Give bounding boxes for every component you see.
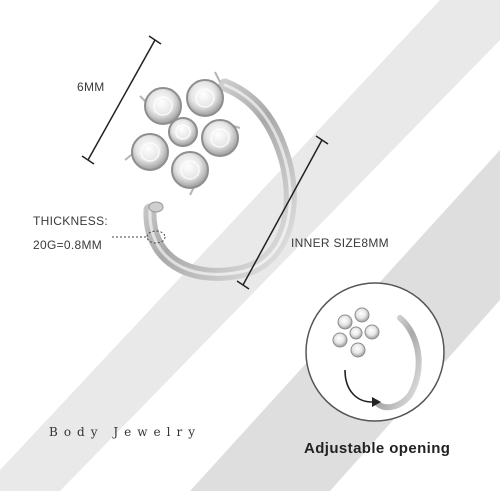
dimension-bracket-width: [81, 35, 162, 165]
adjustable-opening-caption: Adjustable opening: [304, 440, 451, 457]
inset-opening-view: [305, 282, 445, 422]
width-label: 6MM: [77, 80, 105, 94]
thickness-marker: [146, 230, 166, 244]
thickness-title: THICKNESS:: [33, 214, 109, 228]
dimension-bracket-inner: [236, 135, 329, 290]
thickness-value: 20G=0.8MM: [33, 238, 103, 252]
curved-arrow-icon: [344, 369, 373, 403]
flower-cluster: [124, 71, 241, 196]
nose-ring-main: [143, 78, 297, 281]
brand-text: Body Jewelry: [49, 425, 201, 439]
inner-size-label: INNER SIZE8MM: [291, 236, 389, 250]
